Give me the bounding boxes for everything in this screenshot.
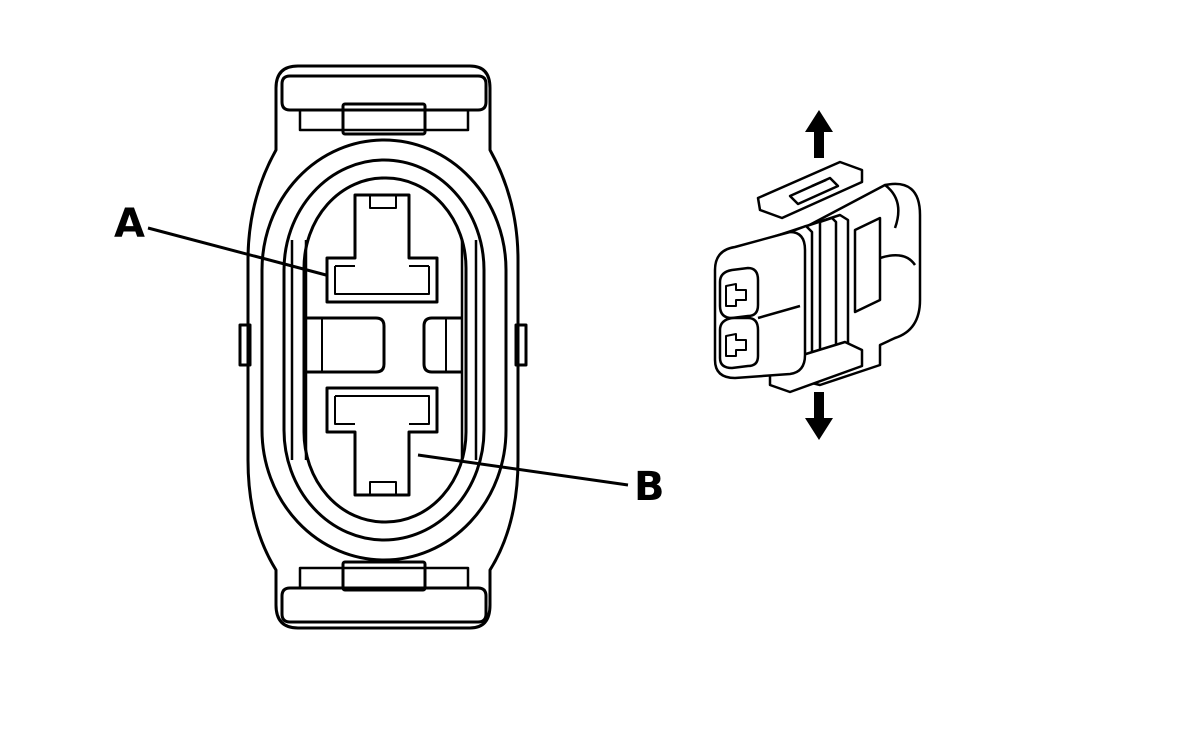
terminal-cavity	[302, 176, 468, 524]
seal-outer-ring	[260, 138, 508, 562]
terminal-a	[325, 193, 439, 304]
bottom-latch	[280, 560, 488, 624]
callout-b-leader	[417, 453, 629, 487]
connector-face-view	[238, 64, 528, 630]
callout-a-label: A	[114, 201, 145, 247]
terminal-b	[325, 386, 439, 497]
locking-tab	[756, 160, 864, 220]
left-nub	[238, 323, 252, 367]
connector-isometric-view	[713, 160, 922, 394]
arrow-down-icon	[805, 392, 833, 440]
arrow-up-icon	[805, 110, 833, 158]
callout-a-leader	[147, 226, 327, 277]
center-divider	[306, 316, 462, 374]
housing-outline	[246, 64, 520, 630]
top-latch	[280, 74, 488, 136]
callout-b-label: B	[634, 464, 665, 510]
seal-inner-ring	[282, 158, 486, 542]
right-nub	[514, 323, 528, 367]
